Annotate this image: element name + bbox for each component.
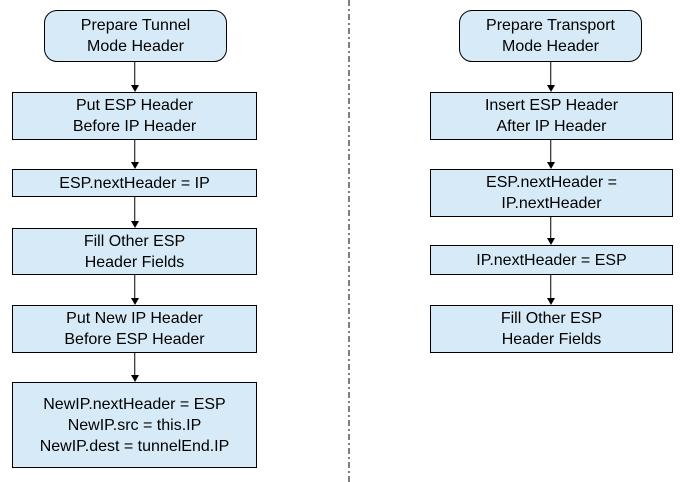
flow-step-fill-other-esp-left: Fill Other ESP Header Fields	[12, 228, 257, 275]
down-arrow	[546, 217, 555, 245]
down-arrow	[546, 62, 555, 92]
down-arrow	[130, 197, 139, 228]
down-arrow	[130, 275, 139, 305]
arrow-shaft	[133, 62, 136, 87]
flow-step-insert-esp-header: Insert ESP Header After IP Header	[430, 92, 673, 140]
arrow-shaft	[549, 217, 552, 240]
divider-dashed-line	[348, 0, 350, 482]
arrow-shaft	[133, 140, 136, 164]
down-arrow	[130, 353, 139, 382]
down-arrow	[546, 275, 555, 305]
arrowhead-icon	[546, 85, 555, 92]
flow-step-fill-other-esp-right: Fill Other ESP Header Fields	[430, 305, 673, 353]
flow-step-esp-nextheader-ip-nextheader: ESP.nextHeader = IP.nextHeader	[430, 169, 673, 217]
flow-terminator-prepare-tunnel: Prepare Tunnel Mode Header	[44, 10, 227, 62]
arrow-shaft	[549, 62, 552, 87]
arrow-shaft	[549, 140, 552, 164]
arrow-shaft	[549, 275, 552, 300]
arrowhead-icon	[546, 298, 555, 305]
arrow-shaft	[133, 275, 136, 300]
flow-step-put-esp-header: Put ESP Header Before IP Header	[12, 92, 257, 140]
arrow-shaft	[133, 197, 136, 223]
arrowhead-icon	[130, 162, 139, 169]
down-arrow	[130, 62, 139, 92]
arrowhead-icon	[546, 162, 555, 169]
arrowhead-icon	[130, 298, 139, 305]
down-arrow	[546, 140, 555, 169]
flow-step-put-new-ip-header: Put New IP Header Before ESP Header	[12, 305, 257, 353]
arrowhead-icon	[130, 85, 139, 92]
flow-step-ip-nextheader-esp: IP.nextHeader = ESP	[430, 245, 673, 275]
down-arrow	[130, 140, 139, 169]
flow-terminator-prepare-transport: Prepare Transport Mode Header	[459, 10, 642, 62]
flow-step-esp-nextheader-ip: ESP.nextHeader = IP	[12, 169, 257, 197]
arrow-shaft	[133, 353, 136, 377]
arrowhead-icon	[130, 375, 139, 382]
flow-step-newip-assignments: NewIP.nextHeader = ESP NewIP.src = this.…	[12, 382, 257, 468]
arrowhead-icon	[130, 221, 139, 228]
arrowhead-icon	[546, 238, 555, 245]
